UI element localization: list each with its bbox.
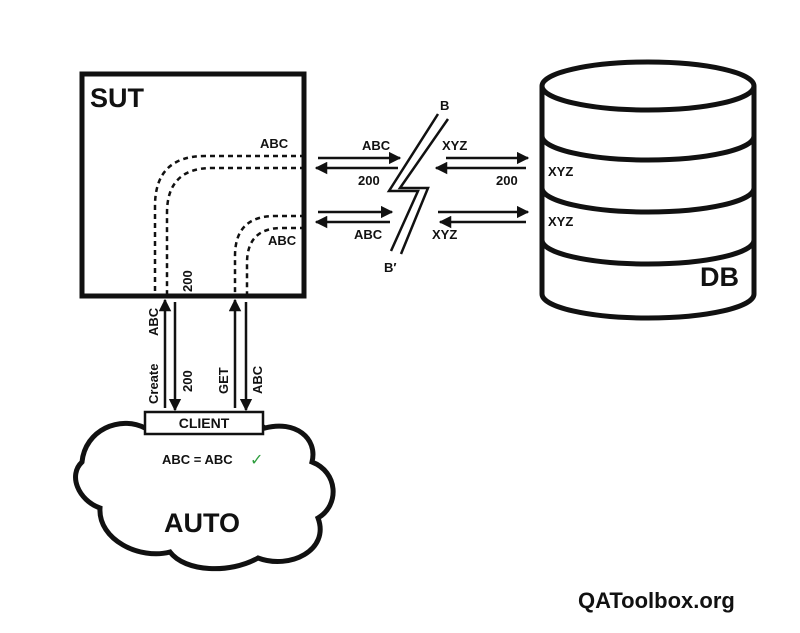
db-write-label: XYZ xyxy=(442,138,467,153)
client-get-response-label: ABC xyxy=(250,365,265,394)
auto-assertion: ABC = ABC xyxy=(162,452,233,467)
auto-cloud xyxy=(73,415,336,572)
db-record-2: XYZ xyxy=(548,214,573,229)
network-break-line-left xyxy=(386,113,440,252)
auto-title: AUTO xyxy=(164,508,240,538)
break-top-label: B xyxy=(440,98,449,113)
db-record-1: XYZ xyxy=(548,164,573,179)
sut-path-left-label: 200 xyxy=(180,270,195,292)
sut-write-label: ABC xyxy=(362,138,391,153)
db-cylinder xyxy=(539,59,757,321)
site-label: QAToolbox.org xyxy=(578,588,735,613)
sut-path-right-label: ABC xyxy=(268,233,297,248)
break-bottom-label: B′ xyxy=(384,260,397,275)
sut-write-response-label: 200 xyxy=(358,173,380,188)
sut-title: SUT xyxy=(90,83,145,113)
db-title: DB xyxy=(700,262,739,292)
sut-internal-path-outer xyxy=(153,154,305,296)
sut-box xyxy=(79,71,307,299)
sut-path-top-label: ABC xyxy=(260,136,289,151)
network-break-line-right xyxy=(397,118,450,255)
client-get-label: GET xyxy=(216,367,231,394)
db-read-label: XYZ xyxy=(432,227,457,242)
sut-read-label: ABC xyxy=(354,227,383,242)
client-create-response-label: 200 xyxy=(180,370,195,392)
sut-internal-path-lower-outer xyxy=(233,214,305,296)
client-create-label: Create xyxy=(146,364,161,404)
client-box xyxy=(143,410,265,436)
sut-internal-path-inner xyxy=(165,166,305,296)
client-label: CLIENT xyxy=(179,415,230,431)
check-icon: ✓ xyxy=(250,452,263,469)
db-write-response-label: 200 xyxy=(496,173,518,188)
client-create-payload-label: ABC xyxy=(146,307,161,336)
